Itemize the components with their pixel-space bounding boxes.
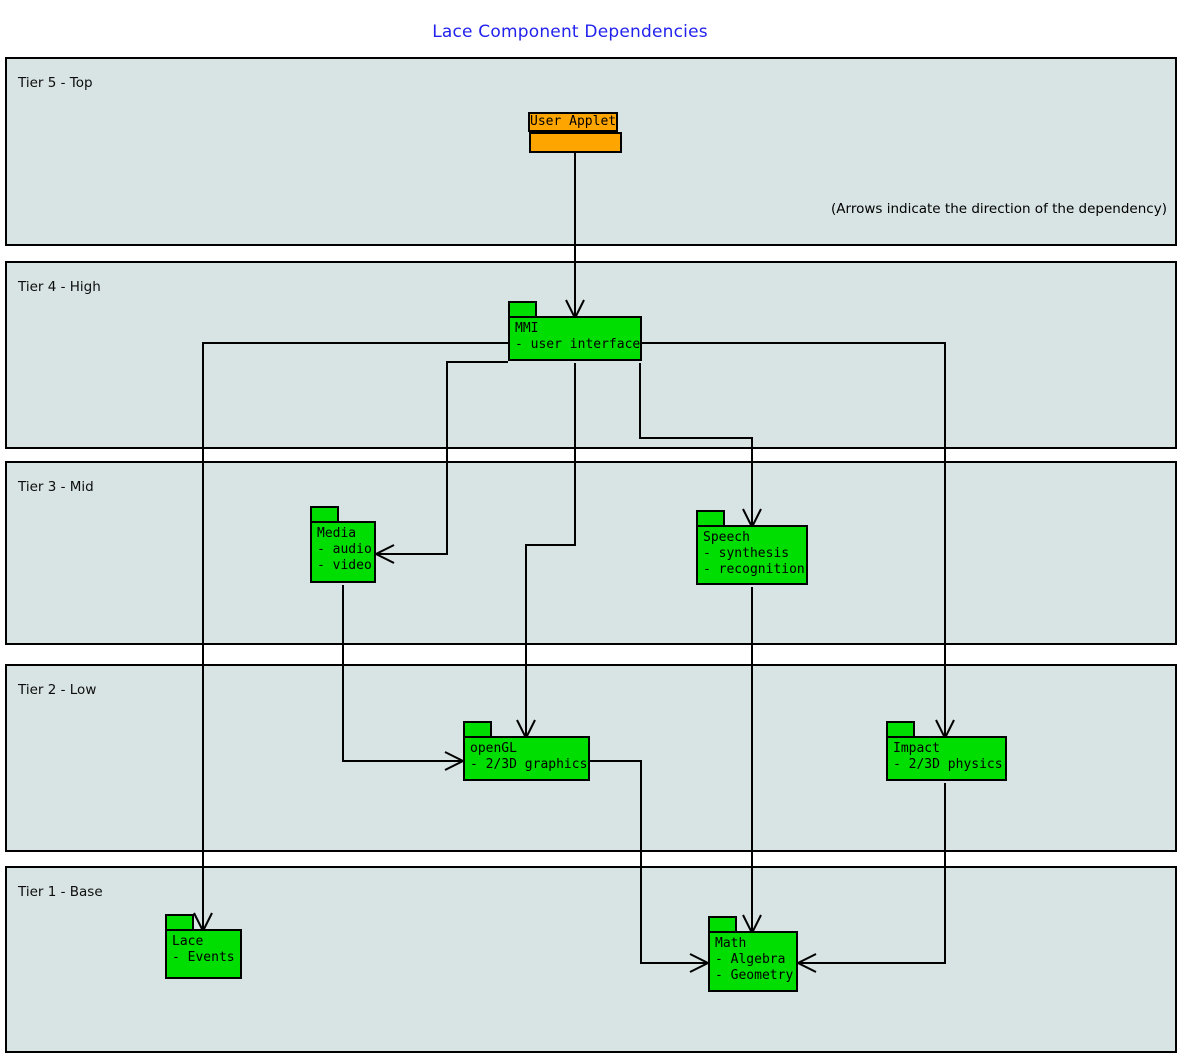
component-lace: Lace - Events (165, 914, 242, 979)
component-detail: - Geometry (715, 968, 794, 983)
edge-media-to-opengl (342, 585, 466, 771)
tier-5-label: Tier 5 - Top (18, 75, 93, 91)
page-title: Lace Component Dependencies (432, 22, 708, 42)
component-name: Media (317, 526, 357, 541)
component-opengl: openGL - 2/3D graphics (463, 721, 590, 781)
component-impact: Impact - 2/3D physics (886, 721, 1007, 781)
component-detail: - synthesis (703, 546, 790, 561)
edge-impact-to-math (795, 783, 946, 973)
edge-mmi-to-speech (639, 363, 762, 530)
user-applet-body (529, 132, 622, 153)
component-name: Lace (172, 934, 204, 949)
component-name: Math (715, 936, 747, 951)
tier-2-band: Tier 2 - Low (5, 664, 1177, 852)
edge-speech-to-math (742, 587, 762, 936)
component-detail: - recognition (703, 562, 805, 577)
component-detail: - 2/3D physics (893, 757, 1003, 772)
component-math: Math - Algebra - Geometry (708, 916, 798, 992)
component-detail: - Algebra (715, 952, 786, 967)
user-applet-title: User Applet (528, 112, 618, 132)
legend-note: (Arrows indicate the direction of the de… (831, 201, 1167, 217)
edge-mmi-to-opengl (516, 363, 576, 741)
component-detail: - user interface (515, 337, 641, 352)
component-detail: - audio (317, 542, 372, 557)
tier-3-label: Tier 3 - Mid (18, 479, 94, 495)
edge-mmi-to-media (373, 361, 508, 564)
edge-mmi-to-lace (193, 342, 508, 934)
component-media: Media - audio - video (310, 506, 376, 583)
component-mmi: MMI - user interface (508, 301, 642, 361)
component-name: openGL (470, 741, 517, 756)
component-name: Speech (703, 530, 750, 545)
component-detail: - Events (172, 950, 235, 965)
tier-1-label: Tier 1 - Base (18, 884, 103, 900)
tier-3-band: Tier 3 - Mid (5, 461, 1177, 645)
edge-opengl-to-math (590, 760, 711, 973)
component-speech: Speech - synthesis - recognition (696, 510, 808, 585)
component-name: MMI (515, 321, 539, 336)
component-name: Impact (893, 741, 940, 756)
tier-4-label: Tier 4 - High (18, 279, 101, 295)
component-detail: - 2/3D graphics (470, 757, 588, 772)
tier-2-label: Tier 2 - Low (18, 682, 97, 698)
component-user-applet: User Applet (528, 112, 622, 153)
component-detail: - video (317, 558, 372, 573)
edge-user-applet-to-mmi (565, 153, 585, 321)
